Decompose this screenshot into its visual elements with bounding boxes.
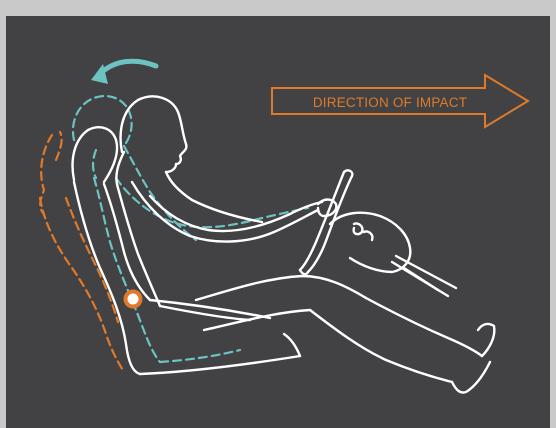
displaced-body — [73, 96, 308, 362]
impact-direction-label: DIRECTION OF IMPACT — [292, 93, 488, 111]
pivot-marker — [126, 292, 141, 307]
body-outline — [116, 96, 494, 392]
seat-outline — [73, 127, 300, 374]
steering-wheel — [300, 170, 456, 296]
rotation-arrow — [91, 61, 156, 84]
